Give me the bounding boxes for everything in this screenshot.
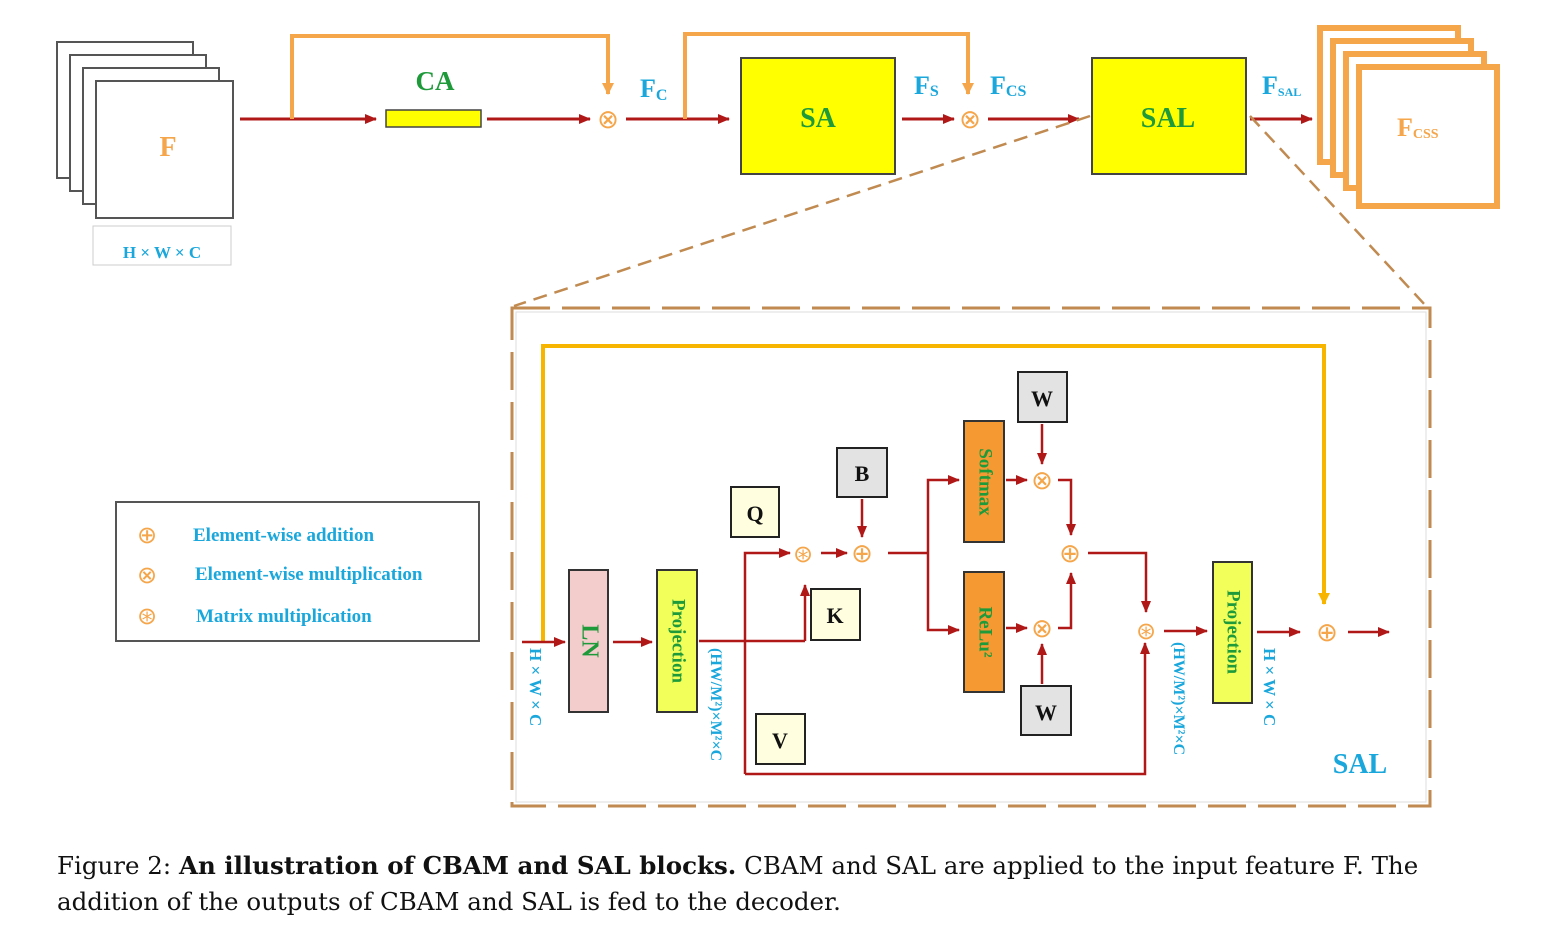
legend-matmul-label: Matrix multiplication [196,606,372,627]
w-bottom-box [1020,685,1072,736]
fs-label: FS [914,71,939,100]
projection2-label: Projection [1223,590,1244,674]
legend-mul-symbol: ⊗ [137,561,157,589]
k-box [810,588,861,641]
projection1-box [656,569,698,713]
arrow-relu-mul-to-add [1058,572,1076,630]
add-symbol-b: ⊕ [851,539,873,569]
sal-block-title: SAL [1333,749,1387,780]
mul-symbol-1: ⊗ [597,105,619,135]
dims-proj2-label: (HW/M²)×M²×C [1170,642,1187,755]
legend-add-symbol: ⊕ [137,521,157,549]
mul-symbol-softmax: ⊗ [1031,466,1053,496]
dims-output-label: H × W × C [1260,648,1279,726]
legend: ⊕ Element-wise addition ⊗ Element-wise m… [115,501,480,642]
mul-symbol-2: ⊗ [959,105,981,135]
v-box [755,713,806,765]
w-bottom-label: W [1035,700,1057,725]
w-top-label: W [1031,386,1053,411]
fcs-label: FCS [990,71,1026,100]
sal-dashed-border [510,306,1432,808]
skip-fc-to-mul [683,32,974,119]
add-symbol-final: ⊕ [1316,618,1338,648]
fsal-label: FSAL [1262,71,1301,100]
b-label: B [855,461,870,486]
sal-skip-connection [541,344,1330,642]
add-symbol-merge: ⊕ [1059,539,1081,569]
caption-bold: An illustration of CBAM and SAL blocks. [178,851,737,880]
sa-label: SA [800,103,837,134]
caption-prefix: Figure 2: [57,851,179,880]
legend-add-label: Element-wise addition [193,525,374,546]
cbam-sal-diagram: F H × W × C CA ⊗ FC SA FS ⊗ FCS SAL FSAL… [56,25,1500,808]
dims-proj1-label: (HW/M²)×M²×C [707,648,724,761]
input-dims-label: H × W × C [123,243,201,262]
input-feature-stack: F [56,41,234,219]
relu-label: ReLu² [975,606,996,657]
skip-f-to-mul [290,34,614,119]
arrow-q-to-matmul [743,548,791,774]
v-label: V [772,728,788,753]
caption-rest: CBAM and SAL are applied to the input fe… [57,851,1419,916]
legend-mul-label: Element-wise multiplication [195,564,423,585]
relu-box [963,571,1005,693]
dims-input-label: H × W × C [526,648,545,726]
sal-box [1091,57,1247,175]
sa-box [740,57,896,175]
ln-box [568,569,609,713]
legend-matmul-symbol: ⊛ [137,602,157,630]
mul-symbol-relu: ⊗ [1031,614,1053,644]
figure-caption: Figure 2: An illustration of CBAM and SA… [57,848,1507,920]
projection1-label: Projection [668,599,689,683]
input-feature-label: F [159,132,176,163]
ln-label: LN [576,624,602,658]
q-label: Q [746,501,763,526]
arrow-v-to-matmul [745,642,1150,776]
q-box [730,486,780,538]
softmax-box [963,420,1005,543]
output-feature-stack: FCSS [1317,25,1500,209]
matmul-symbol-2: ⊛ [1136,617,1156,645]
zoom-line-left [513,114,1091,308]
softmax-label: Softmax [975,448,996,516]
arrow-add-to-matmul [1088,551,1151,613]
w-top-box [1017,371,1068,423]
arrow-to-softmax [926,475,960,553]
fc-label: FC [640,74,667,104]
input-dims-box [92,225,232,266]
projection2-box [1212,561,1253,704]
arrow-to-relu [926,553,960,635]
arrow-softmax-mul-to-add [1058,478,1076,536]
matmul-symbol-1: ⊛ [793,540,813,568]
ca-label: CA [416,66,455,96]
k-label: K [826,603,843,628]
fcss-label: FCSS [1397,113,1439,142]
ca-box [385,109,482,128]
b-box [836,447,888,498]
sal-label: SAL [1141,103,1195,134]
